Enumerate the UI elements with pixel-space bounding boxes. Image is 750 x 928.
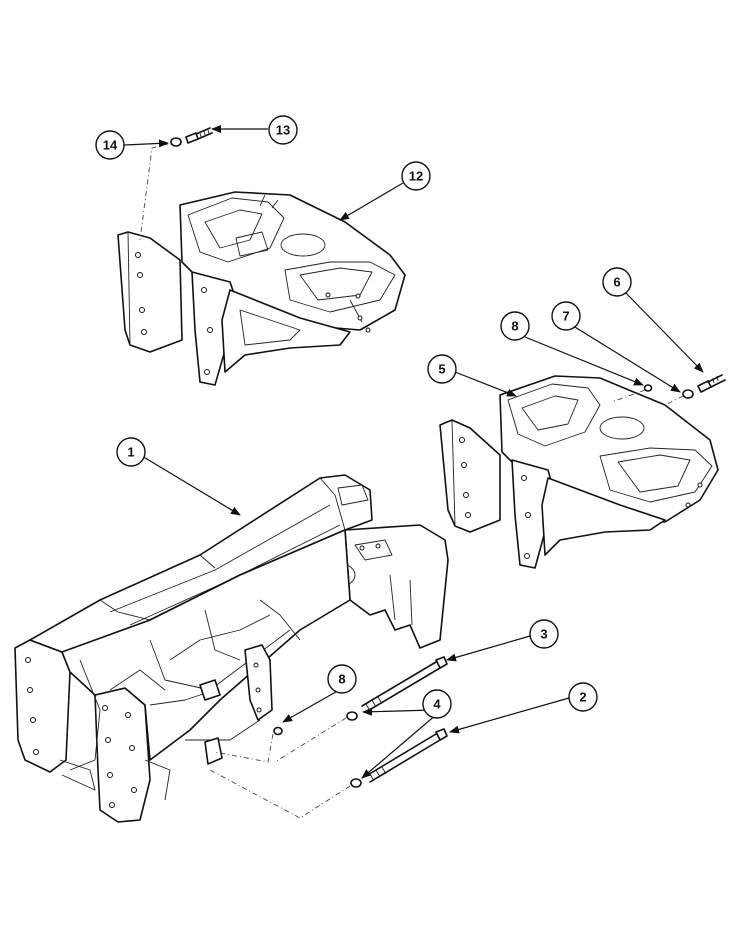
callout-5: 5: [427, 354, 457, 384]
leader-lines: [123, 125, 704, 779]
main-frame-part: [14, 474, 449, 823]
callout-7-label: 7: [562, 309, 569, 324]
callout-14: 14: [95, 130, 125, 160]
callout-1-label: 1: [127, 445, 134, 460]
callout-2-label: 2: [579, 690, 586, 705]
callout-3-label: 3: [540, 627, 547, 642]
callout-6: 6: [602, 267, 632, 297]
upper-bracket-part: [117, 191, 406, 386]
upper-fasteners: [170, 127, 213, 147]
callout-2: 2: [568, 682, 598, 712]
callout-1: 1: [116, 437, 146, 467]
callout-4: 4: [422, 689, 452, 719]
callout-5-label: 5: [438, 362, 445, 377]
callout-8-upper-label: 8: [511, 319, 518, 334]
callout-8-lower-label: 8: [338, 672, 345, 687]
assembly-lines: [139, 143, 684, 819]
callout-6-label: 6: [613, 275, 620, 290]
callout-13-label: 13: [276, 123, 290, 138]
callout-8-upper: 8: [500, 311, 530, 341]
callout-12: 12: [401, 161, 431, 191]
callout-8-lower: 8: [327, 664, 357, 694]
callout-7: 7: [551, 301, 581, 331]
callout-14-label: 14: [103, 138, 118, 153]
callout-4-label: 4: [433, 697, 441, 712]
callout-12-label: 12: [409, 169, 423, 184]
right-bracket-part: [439, 375, 719, 569]
right-fasteners: [643, 374, 726, 399]
lower-fasteners: [273, 656, 448, 788]
callout-3: 3: [529, 619, 559, 649]
callout-13: 13: [268, 115, 298, 145]
